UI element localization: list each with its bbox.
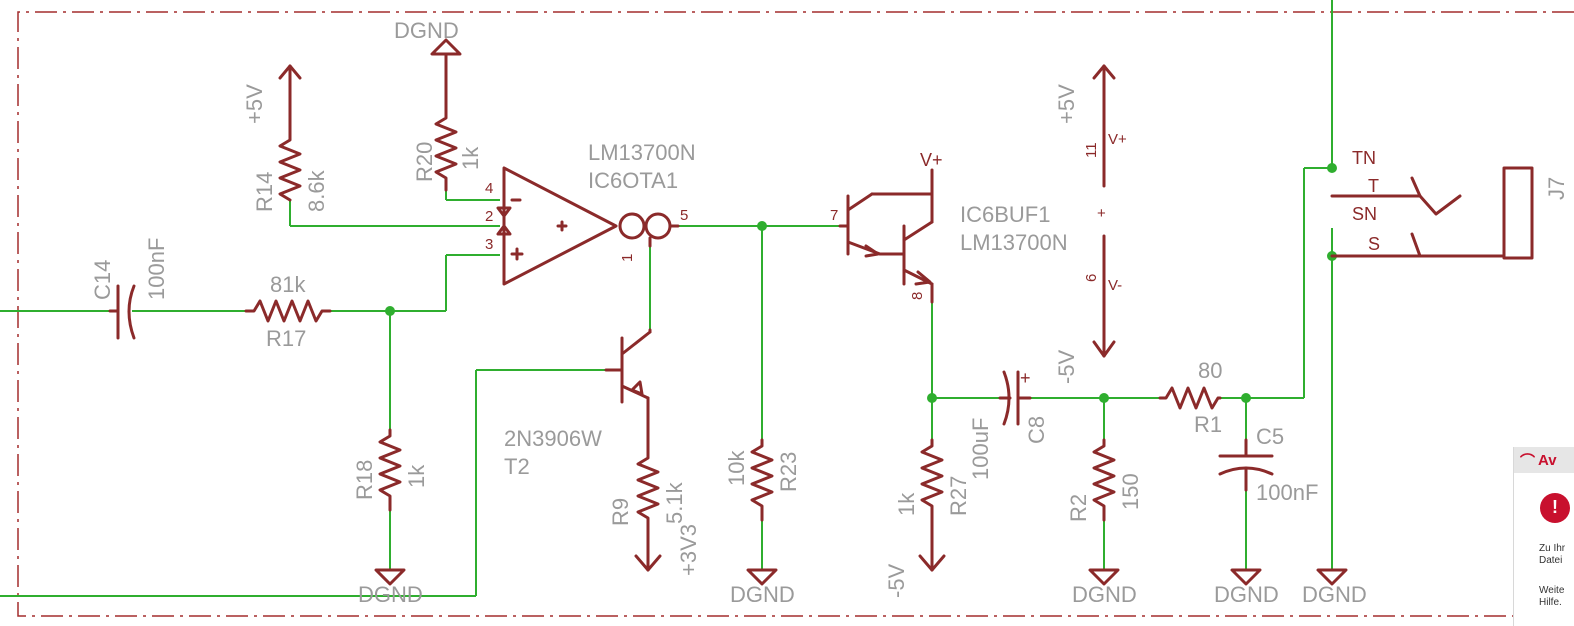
resistor-r18	[378, 428, 402, 512]
j7-name: J7	[1544, 177, 1569, 200]
c8-plus-label: +	[1020, 368, 1031, 388]
r2-value: 150	[1118, 473, 1143, 510]
pin2-label: 2	[485, 208, 493, 225]
popup-message-1: Zu Ihr Datei	[1539, 543, 1566, 566]
jack-s-label: S	[1368, 234, 1380, 254]
r9-value: 5.1k	[662, 481, 687, 524]
jack-t-label: T	[1368, 176, 1379, 196]
supply-5v-left	[278, 64, 302, 136]
vminus-pin-label: V-	[1108, 277, 1122, 294]
dgnd-symbol-j7	[1316, 568, 1348, 586]
pin3-label: 3	[485, 236, 493, 253]
c5-name: C5	[1256, 424, 1284, 449]
r17-value: 81k	[270, 272, 306, 297]
sheet-frame	[17, 11, 1574, 617]
brand-logo-icon: ⌒	[1520, 452, 1536, 470]
resistor-r17	[244, 299, 332, 323]
dgnd-symbol-c5	[1230, 568, 1262, 586]
r20-name: R20	[412, 142, 437, 182]
r18-value: 1k	[404, 464, 429, 488]
transistor-t2	[604, 328, 652, 454]
capacitor-c14	[108, 284, 136, 340]
c8-value: 100uF	[968, 418, 993, 480]
r17-name: R17	[266, 326, 306, 351]
dgnd-symbol-r23	[746, 568, 778, 586]
buffer-name-label: IC6BUF1	[960, 202, 1050, 227]
t2-name-label: T2	[504, 454, 530, 479]
capacitor-c8	[998, 370, 1032, 426]
dgnd-symbol-top	[430, 38, 462, 112]
supply-5v-right-label: +5V	[1054, 84, 1079, 124]
c5-value: 100nF	[1256, 480, 1318, 505]
resistor-r20	[434, 108, 458, 192]
popup-brand: Av	[1538, 451, 1557, 469]
pin7-label: 7	[830, 207, 838, 224]
r14-name: R14	[252, 172, 277, 212]
buffer-power-pins	[1092, 64, 1116, 358]
r1-value: 80	[1198, 358, 1222, 383]
dgnd-symbol-r18	[374, 568, 406, 586]
t2-part-label: 2N3906W	[504, 426, 602, 451]
r27-name: R27	[946, 476, 971, 516]
pin4-label: 4	[485, 180, 493, 197]
r9-name: R9	[608, 498, 633, 526]
c14-value: 100nF	[144, 238, 169, 300]
jack-sn-label: SN	[1352, 204, 1377, 224]
supply-minus5v-bottom-label: -5V	[884, 563, 909, 598]
r1-name: R1	[1194, 412, 1222, 437]
dgnd-label-top: DGND	[394, 18, 459, 43]
dgnd-label-r2: DGND	[1072, 582, 1137, 607]
c8-name: C8	[1024, 416, 1049, 444]
dgnd-label-r18: DGND	[358, 582, 423, 607]
supply-5v-left-label: +5V	[242, 84, 267, 124]
resistor-r14	[278, 132, 302, 202]
r23-value: 10k	[724, 450, 749, 486]
resistor-r9	[634, 450, 662, 572]
buffer-darlington	[838, 168, 934, 304]
dgnd-label-r23: DGND	[730, 582, 795, 607]
pin6-label: 6	[1083, 274, 1100, 282]
popup-title-bar: ⌒ Av	[1514, 447, 1574, 473]
resistor-r2	[1092, 438, 1116, 522]
jack-tn-label: TN	[1352, 148, 1376, 168]
pin8-label: 8	[909, 292, 926, 300]
r2-name: R2	[1066, 494, 1091, 522]
resistor-r23	[750, 438, 774, 522]
ota-part-label: LM13700N	[588, 140, 696, 165]
net-junctions	[385, 163, 1337, 403]
r20-value: 1k	[458, 146, 483, 170]
r14-value: 8.6k	[304, 169, 329, 212]
r18-name: R18	[352, 460, 377, 500]
pin1-label: 1	[619, 254, 636, 262]
supply-minus5v-mid-label: -5V	[1054, 349, 1079, 384]
dgnd-label-c5: DGND	[1214, 582, 1279, 607]
ota-name-label: IC6OTA1	[588, 168, 678, 193]
pin5-label: 5	[680, 207, 688, 224]
notification-popup[interactable]: ⌒ Av ! Zu Ihr Datei Weite Hilfe.	[1513, 447, 1574, 626]
ota-amplifier	[496, 166, 680, 286]
resistor-r1	[1158, 386, 1222, 410]
power-plus-label: +	[1097, 205, 1106, 222]
dgnd-label-j7: DGND	[1302, 582, 1367, 607]
pin11-label: 11	[1083, 142, 1100, 158]
popup-message-2[interactable]: Weite Hilfe.	[1539, 585, 1565, 608]
dgnd-symbol-r2	[1088, 568, 1120, 586]
vplus-pin-label: V+	[1108, 131, 1127, 148]
supply-3v3-label: +3V3	[676, 524, 701, 576]
r27-value: 1k	[894, 492, 919, 516]
vplus-top-label: V+	[920, 150, 943, 170]
r23-name: R23	[776, 452, 801, 492]
nets	[0, 0, 1333, 597]
c14-name: C14	[90, 260, 115, 300]
buffer-part-label: LM13700N	[960, 230, 1068, 255]
capacitor-c5	[1218, 438, 1274, 492]
warning-triangle-icon: !	[1540, 493, 1570, 523]
jack-j7	[1330, 166, 1534, 260]
resistor-r27	[918, 438, 946, 572]
